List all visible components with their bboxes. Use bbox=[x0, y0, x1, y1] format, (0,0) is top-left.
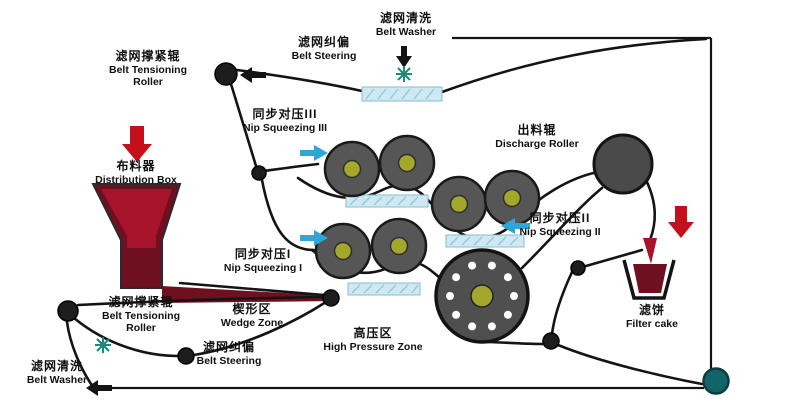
corner-roller-teal bbox=[702, 367, 730, 395]
label-en: Belt Steering bbox=[291, 49, 357, 62]
label-en: Belt Tensioning bbox=[109, 63, 187, 76]
label-high-pressure-zone: 高压区 High Pressure Zone bbox=[323, 326, 423, 353]
nip1-direction-arrow bbox=[300, 230, 328, 246]
label-en: Belt Washer bbox=[26, 373, 88, 386]
guide-roller-cake bbox=[570, 260, 586, 276]
label-zh: 同步对压III bbox=[252, 107, 318, 121]
label-zh: 出料辊 bbox=[517, 123, 557, 137]
steering-roller-bottom bbox=[177, 347, 195, 365]
discharge-roller bbox=[592, 133, 654, 195]
wash-trays bbox=[345, 86, 525, 296]
label-en: Nip Squeezing I bbox=[223, 261, 303, 274]
label-filter-cake: 滤饼 Filter cake bbox=[626, 303, 678, 330]
label-zh: 滤网纠偏 bbox=[297, 35, 351, 49]
guide-roller-lower-right bbox=[542, 332, 560, 350]
label-belt-washer-bottom: 滤网清洗 Belt Washer bbox=[26, 359, 88, 386]
label-zh: 楔形区 bbox=[232, 302, 272, 316]
wash-tray-top bbox=[361, 86, 443, 102]
cake-arrow-down bbox=[668, 206, 694, 238]
nip2-direction-arrow bbox=[501, 218, 530, 234]
label-zh: 滤网清洗 bbox=[379, 11, 433, 25]
bottom-belt-arrow-left bbox=[86, 380, 112, 396]
label-en: Belt Washer bbox=[375, 25, 437, 38]
washer-arrow-down bbox=[396, 46, 412, 68]
label-zh: 滤网撑紧辊 bbox=[115, 49, 181, 63]
label-zh: 同步对压II bbox=[529, 211, 591, 225]
tray-hatch-lines bbox=[349, 88, 519, 294]
label-en: Nip Squeezing III bbox=[242, 121, 328, 134]
label-nip-squeezing-2: 同步对压II Nip Squeezing II bbox=[519, 211, 601, 238]
label-zh: 滤饼 bbox=[638, 303, 666, 317]
label-en: Filter cake bbox=[626, 317, 678, 330]
label-en: Distribution Box bbox=[95, 173, 177, 186]
label-belt-washer-top: 滤网清洗 Belt Washer bbox=[375, 11, 437, 38]
label-belt-steering-bottom: 滤网纠偏 Belt Steering bbox=[196, 340, 262, 367]
belt-washer-spray-top bbox=[396, 66, 412, 82]
nip3-direction-arrow bbox=[300, 145, 328, 161]
slurry-shapes bbox=[91, 183, 336, 303]
label-zh: 布料器 bbox=[116, 159, 156, 173]
label-en: Roller bbox=[133, 75, 163, 88]
frame-lines bbox=[94, 36, 713, 390]
label-zh: 滤网撑紧辊 bbox=[108, 295, 174, 309]
high-pressure-drum bbox=[434, 248, 530, 344]
belt-washer-spray-bottom bbox=[95, 337, 111, 353]
tensioning-roller-bottom bbox=[57, 300, 79, 322]
black-arrows bbox=[86, 46, 412, 396]
label-wedge-zone: 楔形区 Wedge Zone bbox=[220, 302, 284, 329]
guide-rollers bbox=[57, 62, 586, 365]
label-en: Wedge Zone bbox=[220, 316, 284, 329]
filter-cake-pile bbox=[633, 264, 667, 293]
label-zh: 滤网清洗 bbox=[30, 359, 84, 373]
label-zh: 同步对压I bbox=[234, 247, 292, 261]
drum-perforations bbox=[446, 261, 518, 331]
feed-arrow-down bbox=[122, 126, 152, 162]
label-en: Roller bbox=[126, 321, 156, 334]
cyan-arrows bbox=[300, 145, 530, 246]
distribution-funnel-slurry bbox=[101, 189, 172, 248]
guide-roller-upper bbox=[251, 165, 267, 181]
label-discharge-roller: 出料辊 Discharge Roller bbox=[495, 123, 579, 150]
label-en: Discharge Roller bbox=[495, 137, 579, 150]
label-nip-squeezing-3: 同步对压III Nip Squeezing III bbox=[242, 107, 328, 134]
guide-roller-wedge bbox=[322, 289, 340, 307]
label-nip-squeezing-1: 同步对压I Nip Squeezing I bbox=[223, 247, 303, 274]
tensioning-roller-top bbox=[214, 62, 238, 86]
label-belt-steering-top: 滤网纠偏 Belt Steering bbox=[291, 35, 357, 62]
label-belt-tensioning-top: 滤网撑紧辊 Belt Tensioning Roller bbox=[109, 49, 187, 88]
drum-core bbox=[470, 284, 494, 308]
label-en: Belt Tensioning bbox=[102, 309, 180, 322]
red-arrows bbox=[122, 126, 694, 238]
label-en: Belt Steering bbox=[196, 354, 262, 367]
label-distribution-box: 布料器 Distribution Box bbox=[95, 159, 177, 186]
cake-container bbox=[622, 259, 676, 300]
wash-tray-nip3 bbox=[345, 194, 429, 208]
label-belt-tensioning-bottom: 滤网撑紧辊 Belt Tensioning Roller bbox=[102, 295, 180, 334]
top-roller-arrow-left bbox=[240, 67, 266, 83]
label-zh: 高压区 bbox=[353, 326, 393, 340]
label-zh: 滤网纠偏 bbox=[202, 340, 256, 354]
wash-tray-nip1 bbox=[347, 282, 421, 296]
label-en: Nip Squeezing II bbox=[519, 225, 601, 238]
filter-cake-stream bbox=[643, 238, 657, 264]
filter-cake-assembly bbox=[622, 238, 676, 300]
roller-cores bbox=[333, 153, 522, 261]
label-en: High Pressure Zone bbox=[323, 340, 423, 353]
